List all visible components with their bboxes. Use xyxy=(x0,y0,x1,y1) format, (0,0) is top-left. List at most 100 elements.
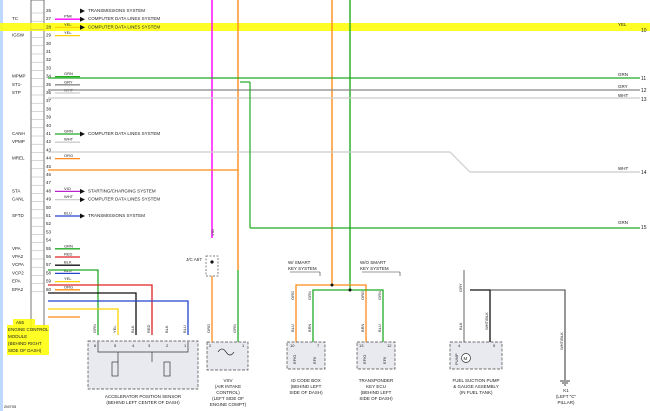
pin-number: 30 xyxy=(46,41,52,46)
vsv-box xyxy=(206,341,249,371)
idcode-wire-color: BLU xyxy=(290,324,295,332)
pin-signal: TC xyxy=(12,16,19,21)
ecm-label-line2: MODULE xyxy=(8,334,27,339)
wo-smart-bracket xyxy=(362,271,401,276)
pin-signal: EPA xyxy=(12,279,21,284)
vsv-wire-color: GRN xyxy=(232,324,237,333)
vsv-pin-number: 1 xyxy=(242,343,245,348)
w-smart-bracket xyxy=(290,271,321,276)
idcode-box xyxy=(286,341,326,370)
pin-number: 57 xyxy=(46,262,52,267)
pin-number: 46 xyxy=(46,172,52,177)
pin-number: 49 xyxy=(46,197,52,202)
caption-idcode: ID CODE BOX xyxy=(291,378,321,383)
pin-destination: COMPUTER DATA LINES SYSTEM xyxy=(88,197,160,202)
pin-signal: SFTD xyxy=(12,213,24,218)
fuelpump-wire-color: BLK xyxy=(458,322,463,330)
vsv-pin-number: 2 xyxy=(209,343,212,348)
pin-number: 37 xyxy=(46,98,52,103)
figure-id: 2M705 xyxy=(4,404,17,409)
idcode-wire-color: ORG xyxy=(290,291,295,300)
pin-signal: MPMP xyxy=(12,74,26,79)
idcode-pin-number: 10 xyxy=(290,343,295,348)
splice-grn xyxy=(348,288,352,292)
pin-number: 51 xyxy=(46,213,52,218)
pin-signal: STP xyxy=(12,90,21,95)
pin-number: 31 xyxy=(46,49,52,54)
pin-number: 26 xyxy=(46,8,52,13)
pin-wire-color: RED xyxy=(64,252,73,257)
app-pin-number: 6 xyxy=(94,343,97,348)
app-wire-color: RED xyxy=(146,324,151,333)
pin-number: 50 xyxy=(46,205,52,210)
caption-idcode: (BEHIND LEFT xyxy=(291,384,322,389)
caption-app: ACCELERATOR POSITION SENSOR xyxy=(105,394,182,399)
pin-destination: TRANSMISSIONS SYSTEM xyxy=(88,213,145,218)
junction-label: J/C A57 xyxy=(186,257,202,262)
pin-number: 27 xyxy=(46,16,52,21)
pin-wire-color: GRN xyxy=(64,129,73,134)
pin-number: 53 xyxy=(46,229,52,234)
pin-number: 43 xyxy=(46,147,52,152)
pin-number: 38 xyxy=(46,106,52,111)
pin-number: 29 xyxy=(46,33,52,38)
idcode-pin-number: 7 xyxy=(317,343,320,348)
pin-number: 47 xyxy=(46,180,52,185)
right-color-11: GRN xyxy=(618,72,628,77)
wo-smart-key-label-2: KEY SYSTEM xyxy=(360,266,389,271)
transponder-terminal-label: EFIO xyxy=(362,355,367,364)
pin-number: 45 xyxy=(46,164,52,169)
caption-ground: PILLAR) xyxy=(557,400,575,405)
caption-transponder: TRANSPONDER xyxy=(359,378,394,383)
arrow-icon xyxy=(80,213,85,219)
app-sensor-box xyxy=(87,340,199,390)
app-pin-number: 2 xyxy=(166,343,169,348)
connector-id: A55 xyxy=(16,320,25,325)
pin-wire-color: GRY xyxy=(64,79,73,84)
ecm-label-line1: ENGINE CONTROL xyxy=(8,327,49,332)
transponder-terminal-label: EFII xyxy=(382,357,387,364)
fuelpump-box xyxy=(449,341,503,370)
caption-vsv: ENGINE COMPT) xyxy=(210,402,247,407)
transponder-wire-color: GRN xyxy=(377,291,382,300)
transponder-wire-org xyxy=(332,284,367,342)
pin-wire-color: GRN xyxy=(64,71,73,76)
pin-number: 32 xyxy=(46,57,52,62)
pin-signal: ST1- xyxy=(12,82,22,87)
ground-wire xyxy=(490,289,566,380)
right-num-12: 12 xyxy=(641,88,647,94)
pin-number: 33 xyxy=(46,65,52,70)
transponder-wire-color: ORG xyxy=(360,291,365,300)
app-wires xyxy=(48,269,189,335)
pin-number: 60 xyxy=(46,287,52,292)
pin-wire-color: BLU xyxy=(64,211,72,216)
caption-ground: K1 xyxy=(563,388,569,393)
caption-transponder: SIDE OF DASH) xyxy=(359,396,393,401)
caption-fuelpump: FUEL SUCTION PUMP xyxy=(452,378,499,383)
fuelpump-terminal-label: PUMP xyxy=(454,353,459,365)
arrow-icon xyxy=(80,197,85,203)
pin-wire-color: ORG xyxy=(64,153,73,158)
app-wire-color: GRN xyxy=(92,324,97,333)
left-edge-marker xyxy=(0,0,3,411)
pin-wire-color: YEL xyxy=(64,22,72,27)
pin-number: 55 xyxy=(46,246,52,251)
pin-wire-color: WHT xyxy=(64,137,74,142)
ecm-label-line3: (BEHIND RIGHT xyxy=(8,341,42,346)
pin-signal: CANL xyxy=(12,197,25,202)
pin-wire-color: WHT xyxy=(64,194,74,199)
right-num-11: 11 xyxy=(641,76,646,82)
pump-motor-icon xyxy=(461,353,471,363)
pin-wire-color: PNK xyxy=(64,14,73,19)
caption-vsv: (LEFT SIDE OF xyxy=(212,396,244,401)
pin-destination: COMPUTER DATA LINES SYSTEM xyxy=(88,131,160,136)
caption-fuelpump: (IN FUEL TANK) xyxy=(460,390,493,395)
transponder-pin-number: 13 xyxy=(359,343,364,348)
pin-number: 52 xyxy=(46,221,52,226)
transponder-wire-color: BRN xyxy=(360,323,365,332)
transponder-wire-color: BLU xyxy=(377,324,382,332)
w-smart-key-label-1: W/ SMART xyxy=(288,260,311,265)
pin-number: 59 xyxy=(46,279,52,284)
transponder-wire-grn xyxy=(350,289,384,342)
